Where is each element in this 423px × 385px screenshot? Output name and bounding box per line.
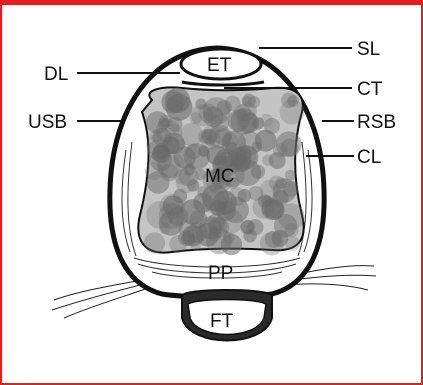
mc-blob [242, 94, 256, 108]
mc-blob [182, 225, 203, 246]
mc-blob [193, 193, 213, 213]
mc-blob [190, 112, 202, 124]
mc-blob [255, 130, 277, 152]
mc-blob [285, 236, 300, 251]
label-pp: PP [208, 263, 233, 284]
label-cl: CL [357, 147, 381, 168]
mc-blob [209, 228, 222, 241]
mc-blob [144, 232, 165, 253]
mc-blob [251, 165, 265, 179]
mc-blob [284, 223, 298, 237]
mc-blob [243, 229, 256, 242]
mc-blob [265, 231, 282, 248]
mc-blob [161, 90, 184, 113]
mc-blob [252, 117, 264, 129]
label-et: ET [207, 55, 232, 76]
mc-blob [203, 107, 223, 127]
label-rsb: RSB [357, 112, 396, 133]
label-ct: CT [357, 79, 383, 100]
label-mc: MC [205, 166, 235, 187]
mc-blob [147, 171, 170, 194]
mc-blob [200, 129, 221, 150]
label-sl: SL [357, 39, 380, 60]
mc-blob [176, 172, 197, 193]
label-dl: DL [44, 64, 68, 85]
label-ft: FT [210, 311, 234, 332]
mc-blob [159, 211, 184, 236]
mc-blob [280, 100, 305, 125]
mc-blob [252, 196, 274, 218]
label-usb: USB [28, 112, 67, 133]
mc-blob [223, 197, 249, 223]
mc-blob [163, 133, 185, 155]
mc-blob [184, 165, 195, 176]
mc-blob [276, 131, 302, 157]
mc-blob [223, 232, 235, 244]
mc-blob [269, 176, 284, 191]
